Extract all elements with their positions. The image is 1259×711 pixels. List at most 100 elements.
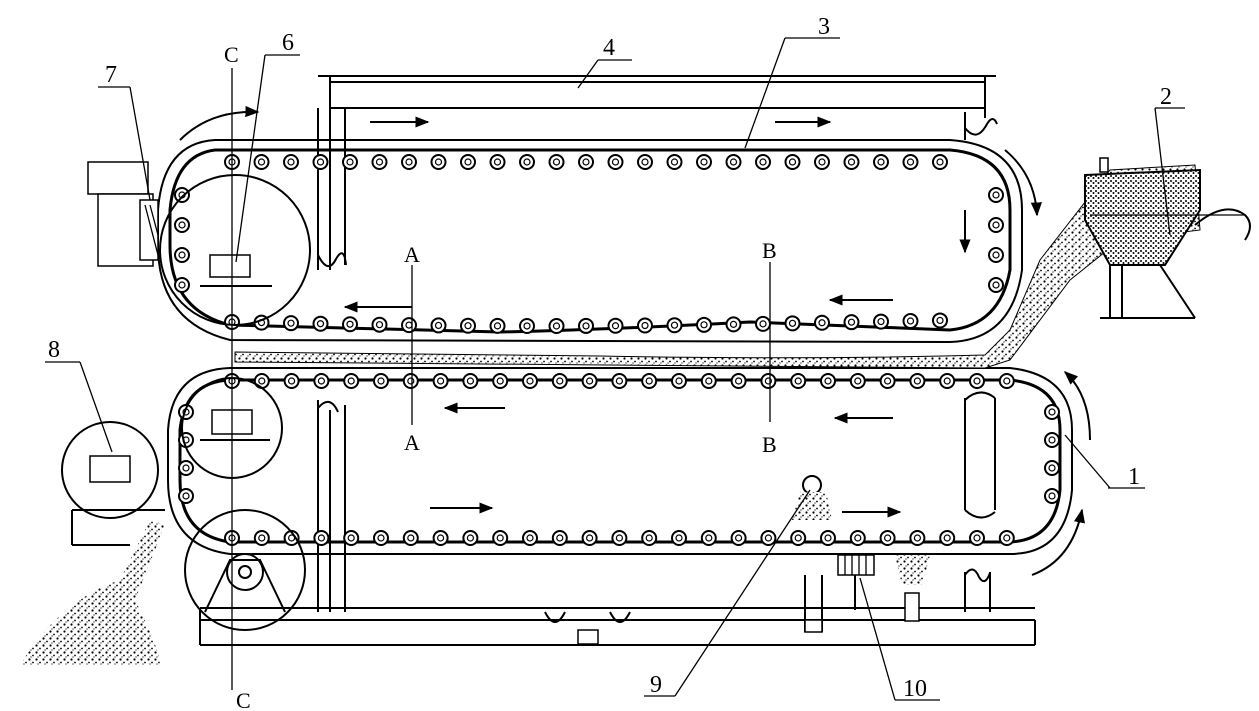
chain-roller [988,277,1004,293]
chain-roller [641,373,658,389]
section-lines [231,68,771,690]
chain-roller [637,154,653,170]
leader-lines [45,37,1185,701]
chain-roller-hub [734,534,743,542]
section-a-top: A [404,242,420,267]
chain-roller-hub [818,319,826,327]
chain-roller-hub [641,321,649,330]
chain-roller-hub [705,534,713,542]
chain-roller-hub [818,158,826,166]
chain-roller-hub [824,534,832,542]
chain-roller-hub [700,321,708,329]
chain-roller [492,373,509,389]
chain-roller-hub [523,322,531,330]
chain-roller [671,373,687,389]
chain-roller-hub [615,534,624,542]
chain-roller [969,530,985,546]
chain-roller-hub [552,158,561,166]
chain-roller-hub [1003,377,1011,385]
chain-roller [611,530,628,546]
chain-roller [401,317,417,334]
chain-roller-hub [496,534,504,542]
chain-roller [551,373,568,389]
chain-roller-hub [258,377,266,385]
chain-roller-hub [913,534,922,542]
chain-roller [820,530,836,546]
chain-roller [343,373,360,389]
chain-roller [253,373,270,389]
label-2: 2 [1160,84,1172,110]
chain-roller-hub [759,158,767,166]
chain-roller-hub [764,377,773,385]
chain-roller-hub [1048,464,1056,472]
chain-roller [932,312,948,329]
chain-roller-hub [466,377,474,385]
chain-roller-hub [936,158,944,166]
chain-roller-hub [641,158,649,166]
chain-roller [432,373,449,389]
chain-roller [969,373,985,389]
chain-roller [902,313,919,330]
chain-roller-hub [794,377,802,385]
chain-roller [696,316,712,333]
chain-roller-hub [854,534,862,542]
chain-roller-hub [705,377,713,385]
chain-roller-hub [645,534,653,542]
chain-roller [988,217,1004,233]
chain-roller [671,530,687,546]
chain-roller [666,154,683,170]
chain-roller-hub [788,158,797,166]
feed-hopper [1084,157,1251,319]
chain-roller-hub [347,534,355,542]
sprockets [61,174,311,631]
label-3: 3 [818,14,830,40]
chain-roller [637,317,653,334]
chain-roller-hub [645,377,653,385]
chain-roller-hub [759,320,767,328]
chain-roller [174,217,190,233]
chain-roller-hub [734,377,743,385]
chain-roller-hub [582,322,590,330]
chain-roller [178,460,194,476]
chain-roller [342,154,358,170]
chain-roller [755,154,771,170]
chain-roller [902,154,919,170]
chain-roller-hub [582,158,590,166]
chain-roller-hub [992,191,1000,199]
chain-roller [283,154,299,170]
chain-roller-hub [943,377,951,385]
chain-roller-hub [585,534,594,542]
chain-roller [730,373,747,389]
chain-roller-hub [288,534,296,542]
chain-roller-hub [552,322,561,330]
chain-roller [548,317,565,334]
chain-roller [873,154,889,170]
chain-roller-hub [287,158,295,166]
chain-roller [1044,432,1060,448]
chain-roller-hub [407,377,415,385]
chain-roller [548,154,565,170]
chain-roller-hub [788,319,797,327]
label-1: 1 [1128,464,1140,490]
chain-roller-hub [1048,492,1056,500]
chain-roller-hub [556,377,564,385]
chain-roller-hub [178,221,186,229]
chain-roller-hub [347,377,355,385]
chain-roller-hub [794,534,802,542]
chain-roller-hub [824,377,832,385]
chain-roller [909,373,926,389]
chain-roller [820,373,836,389]
chain-roller-hub [675,377,683,385]
chain-roller-hub [316,158,325,166]
chain-roller-hub [611,158,620,166]
chain-roller-hub [346,320,354,328]
chain-roller-hub [585,377,594,385]
chain-roller-hub [526,377,534,385]
material-layer [234,164,1201,369]
discharge-pile [20,520,165,665]
chain-roller [607,317,624,334]
chain-roller [696,154,712,170]
chain-roller-hub [973,377,981,385]
chain-roller-hub [611,322,620,330]
